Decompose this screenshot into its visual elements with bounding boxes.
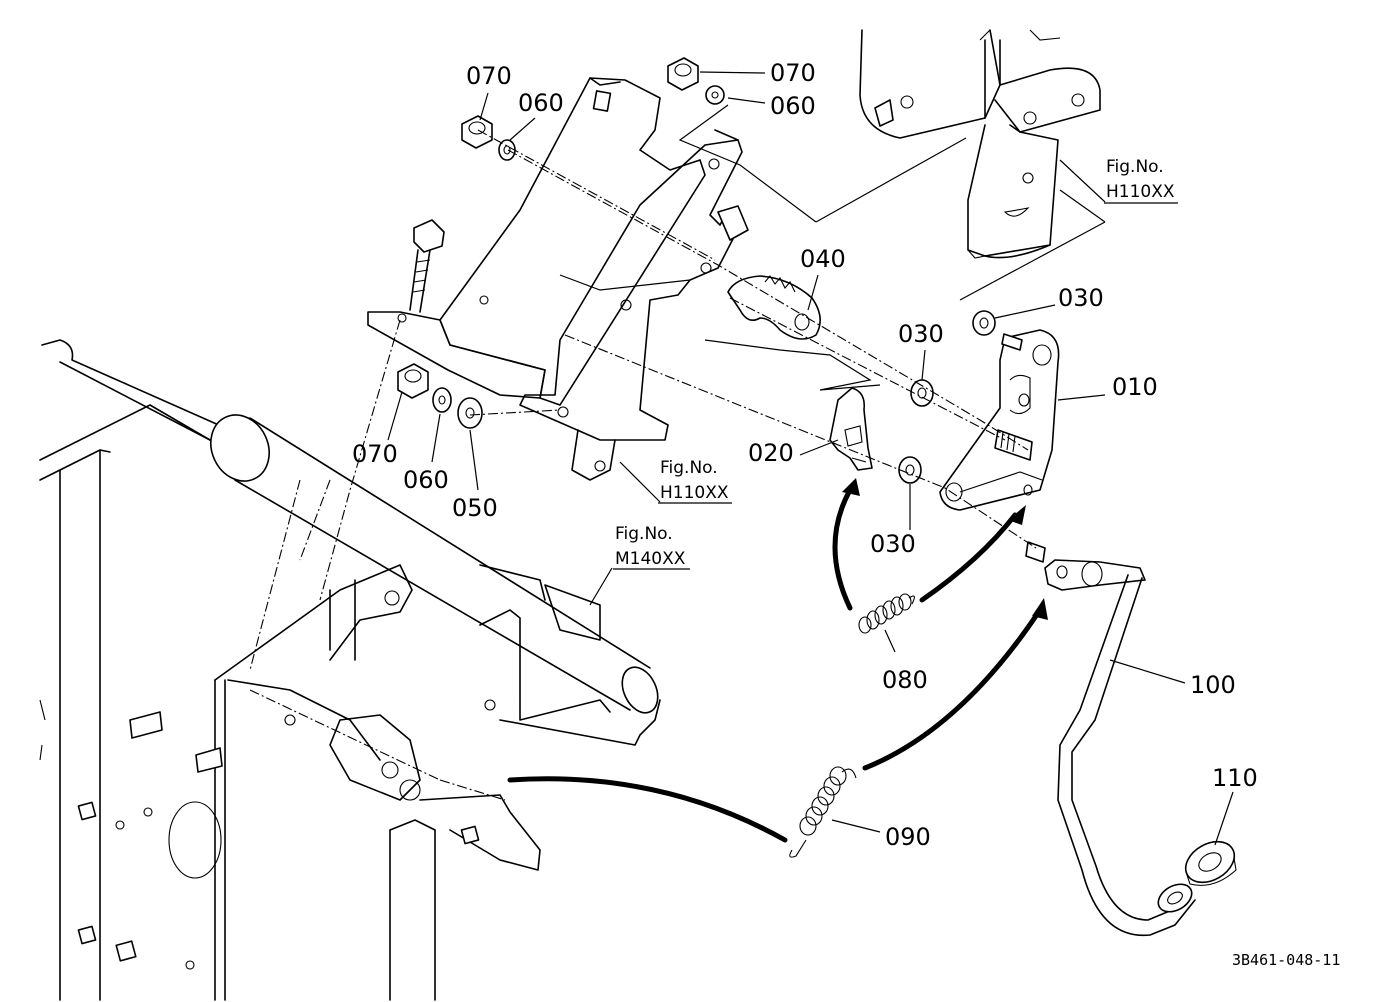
part-label-010: 010 (1112, 373, 1158, 401)
part-label-070-lower: 070 (352, 440, 398, 468)
part-number-leaders (387, 71, 1234, 846)
part-label-030-upper: 030 (1058, 284, 1104, 312)
main-shaft (41, 339, 659, 714)
plate-010 (939, 329, 1060, 511)
lower-frame-panel (39, 404, 661, 1001)
part-label-060-upper-mid: 060 (770, 92, 816, 120)
part-label-100: 100 (1190, 671, 1236, 699)
part-label-060-lower: 060 (403, 466, 449, 494)
fastener-set-upper-mid (667, 57, 725, 105)
part-label-110: 110 (1212, 764, 1258, 792)
part-label-080: 080 (882, 666, 928, 694)
drawing-code: 3B461-048-11 (1232, 951, 1340, 969)
part-label-070-upper-left: 070 (466, 62, 512, 90)
part-label-040: 040 (800, 245, 846, 273)
washer-030-upper (972, 310, 996, 336)
ref-h110-top-prefix: Fig.No. (1106, 157, 1164, 177)
part-label-070-upper-mid: 070 (770, 59, 816, 87)
ref-h110-mid-prefix: Fig.No. (660, 458, 718, 478)
fastener-set-lower (397, 363, 483, 429)
part-label-020: 020 (748, 439, 794, 467)
upper-frame-bracket (859, 29, 1101, 259)
part-label-090: 090 (885, 823, 931, 851)
part-label-030-mid: 030 (898, 320, 944, 348)
grommet-110 (1184, 840, 1237, 886)
part-label-050: 050 (452, 494, 498, 522)
mid-bracket-assembly (367, 77, 749, 481)
ref-h110-top-code: H110XX (1106, 182, 1175, 202)
washer-030-lower (898, 456, 922, 484)
part-label-060-upper-left: 060 (518, 89, 564, 117)
ref-m140-prefix: Fig.No. (615, 524, 673, 544)
part-label-030-lower: 030 (870, 530, 916, 558)
ref-h110-mid-code: H110XX (660, 483, 729, 503)
ref-m140-code: M140XX (615, 549, 686, 569)
fastener-set-upper-left (461, 115, 516, 161)
link-020 (829, 387, 873, 471)
reference-leader-lines (559, 104, 1106, 606)
spring-090 (789, 766, 857, 858)
rod-100 (1025, 541, 1196, 937)
spring-080 (858, 593, 915, 634)
ratchet-pawl-040 (727, 275, 821, 340)
assembly-arrows (507, 478, 1048, 843)
